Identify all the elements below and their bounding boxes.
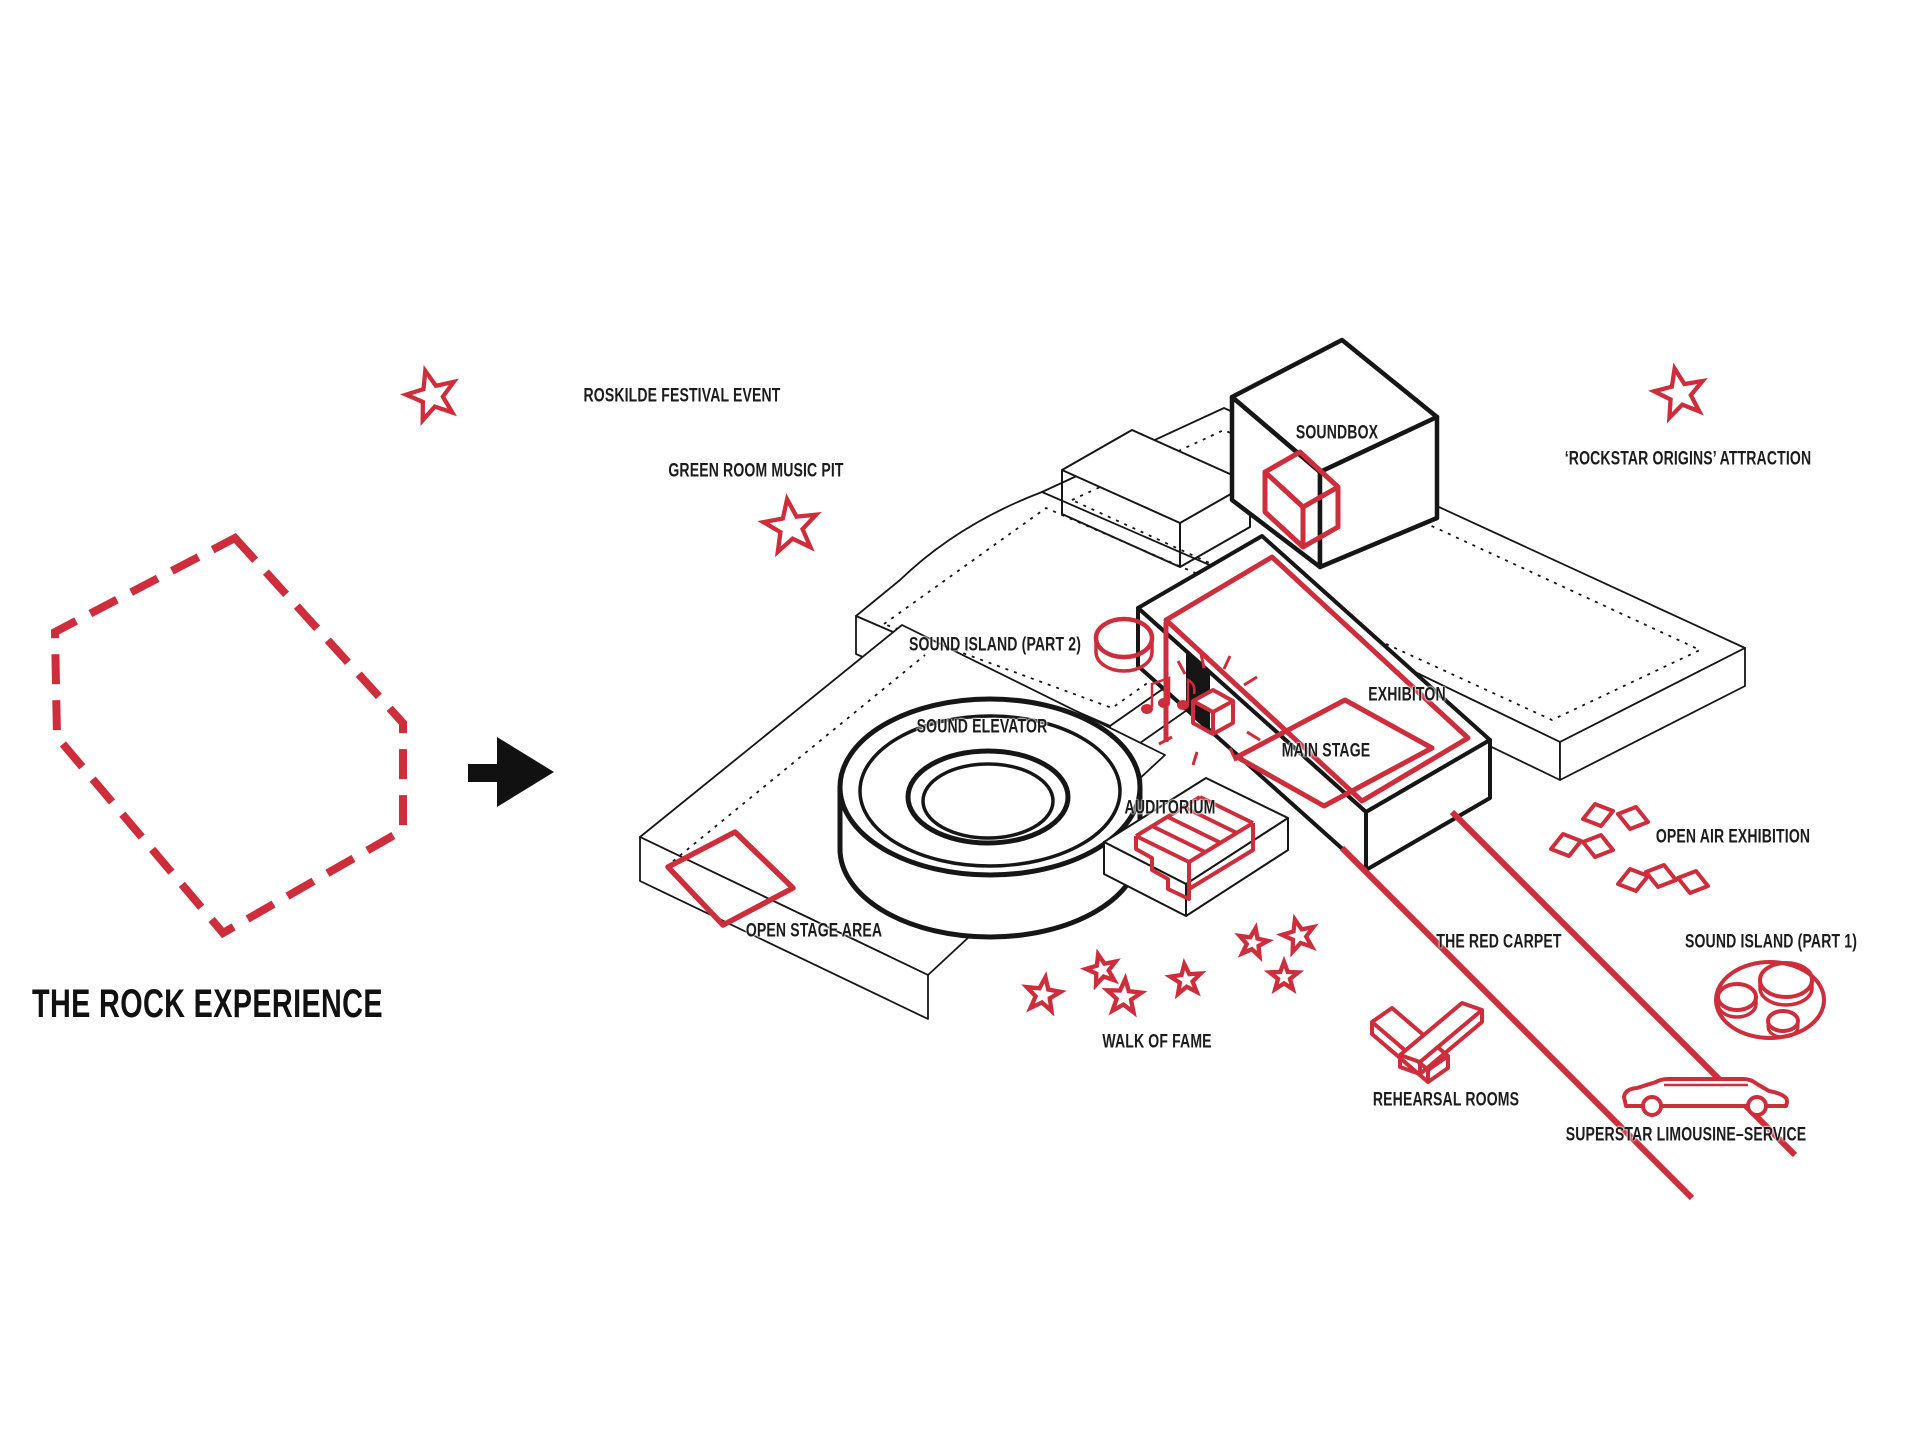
star-icon: [1650, 363, 1708, 419]
label-the-red-carpet: THE RED CARPET: [1436, 930, 1562, 953]
open-stage-red-square: [665, 829, 796, 928]
star-icon: [401, 364, 461, 422]
main-stage-outline: [1234, 697, 1435, 809]
label-superstar-limousine-service: SUPERSTAR LIMOUSINE–SERVICE: [1565, 1123, 1807, 1146]
soundbox-red-box: [1262, 449, 1341, 550]
label-open-stage-area: OPEN STAGE AREA: [745, 919, 883, 942]
sound-elevator-torus: [837, 696, 1143, 940]
limousine-icon: [1622, 1077, 1789, 1117]
label-sound-island-part-2: SOUND ISLAND (PART 2): [908, 633, 1082, 656]
label-rehearsal-rooms: REHEARSAL ROOMS: [1372, 1088, 1520, 1111]
label-sound-island-part-1: SOUND ISLAND (PART 1): [1684, 930, 1858, 953]
rehearsal-rooms-planks: [1370, 1001, 1484, 1084]
glowing-cube-icon: [1158, 653, 1261, 766]
label-open-air-exhibition: OPEN AIR EXHIBITION: [1655, 825, 1811, 848]
label-exhibiton: EXHIBITON: [1368, 683, 1446, 706]
label-sound-elevator: SOUND ELEVATOR: [916, 715, 1048, 738]
exhibition-red-outline: [1163, 554, 1471, 804]
auditorium-stairs: [1134, 795, 1255, 901]
arrow-right-icon: [468, 737, 554, 807]
open-air-exhibition-panels: [1549, 802, 1710, 895]
star-icon: [1279, 916, 1318, 954]
star-icon: [1083, 951, 1120, 986]
label-walk-of-fame: WALK OF FAME: [1102, 1030, 1212, 1053]
star-icon: [1106, 978, 1142, 1013]
sound-island-1: [1714, 960, 1826, 1040]
concept-boundary-dashed-hexagon: [50, 533, 407, 939]
label-main-stage: MAIN STAGE: [1281, 739, 1371, 762]
music-notes-icon: [1141, 676, 1196, 714]
star-icon: [1270, 962, 1299, 989]
label-soundbox: SOUNDBOX: [1295, 421, 1379, 444]
sound-island-2-disc: [1093, 616, 1155, 673]
label-auditorium: AUDITORIUM: [1124, 796, 1216, 819]
star-icon: [1024, 975, 1062, 1012]
star-icon: [1169, 962, 1202, 994]
label-roskilde-festival-event: ROSKILDE FESTIVAL EVENT: [583, 384, 781, 407]
label-rockstar-origins-attraction: ‘ROCKSTAR ORIGINS’ ATTRACTION: [1564, 447, 1812, 470]
star-icon: [761, 496, 821, 554]
page-title: THE ROCK EXPERIENCE: [32, 982, 383, 1026]
label-green-room-music-pit: GREEN ROOM MUSIC PIT: [668, 459, 844, 482]
star-icon: [1237, 926, 1270, 958]
